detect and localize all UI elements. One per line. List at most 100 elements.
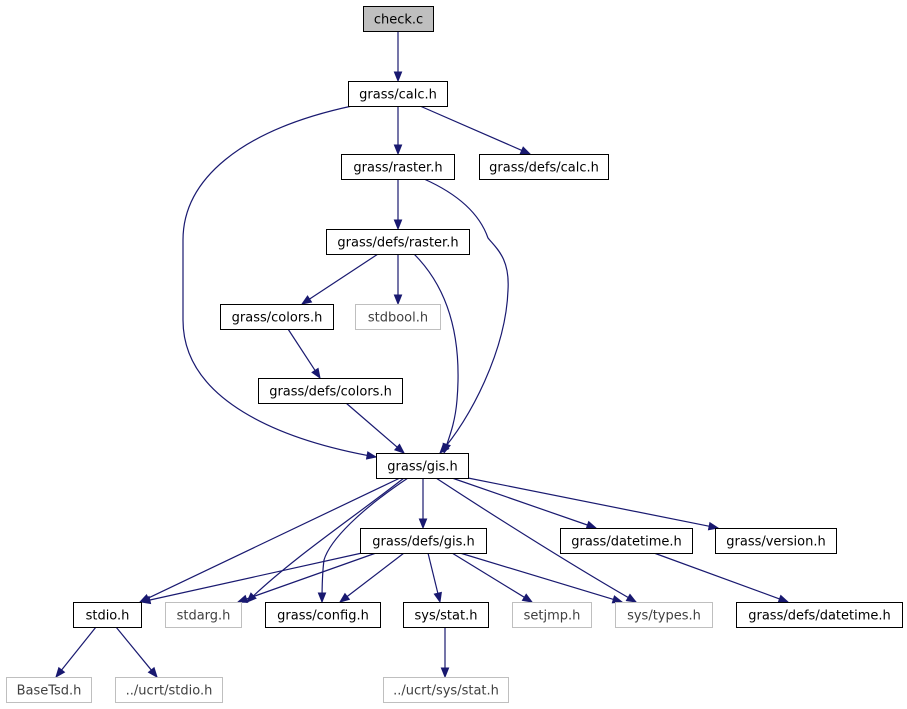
arrow-head-icon [625, 593, 638, 603]
edge-grass-defs-colors-h-to-grass-gis-h [345, 402, 406, 454]
nodes: check.c grass/calc.h grass/raster.h grass/d… [6, 6, 903, 703]
node-grass-raster-h[interactable]: grass/raster.h [341, 154, 455, 180]
node-grass-defs-gis-h[interactable]: grass/defs/gis.h [360, 528, 487, 554]
edge-line [182, 105, 377, 458]
edge-grass-raster-h-to-grass-defs-raster-h [393, 179, 403, 231]
arrow-head-icon [585, 520, 598, 529]
edge-line [423, 178, 509, 454]
arrow-head-icon [433, 591, 442, 604]
edge-line [146, 477, 401, 600]
arrow-head-icon [236, 594, 249, 603]
node-label: setjmp.h [524, 609, 581, 624]
node-box [355, 304, 441, 330]
node-check-c: check.c [363, 6, 434, 32]
node-setjmp-h: setjmp.h [512, 602, 592, 628]
node-box [363, 6, 434, 32]
node-label: ../ucrt/sys/stat.h [393, 684, 499, 699]
arrow-head-icon [393, 71, 403, 83]
arrow-head-icon [300, 295, 313, 305]
node-box [360, 528, 487, 554]
node-grass-config-h[interactable]: grass/config.h [265, 602, 381, 628]
edge-grass-calc-h-to-grass-gis-h [182, 105, 378, 460]
edge-grass-gis-h-to-sys-types-h [435, 477, 638, 603]
node-box [479, 154, 609, 180]
node-label: grass/defs/raster.h [337, 236, 458, 251]
node-box [383, 677, 509, 703]
node-ucrt-stdio-h: ../ucrt/stdio.h [115, 677, 223, 703]
node-grass-colors-h[interactable]: grass/colors.h [220, 304, 334, 330]
edge-stdio-h-to-ucrt-stdio-h [115, 626, 158, 679]
edge-stdio-h-to-basetsd-h [55, 626, 97, 679]
arrow-head-icon [311, 367, 321, 380]
arrow-head-icon [442, 442, 451, 455]
edge-line [435, 477, 637, 603]
node-grass-gis-h[interactable]: grass/gis.h [376, 453, 469, 479]
node-grass-defs-calc-h[interactable]: grass/defs/calc.h [479, 154, 609, 180]
node-box [615, 602, 713, 628]
arrow-head-icon [393, 144, 403, 156]
node-label: sys/types.h [627, 609, 701, 624]
node-box [165, 602, 242, 628]
node-ucrt-sys-stat-h: ../ucrt/sys/stat.h [383, 677, 509, 703]
node-box [326, 229, 470, 255]
arrow-head-icon [521, 593, 534, 603]
arrow-head-icon [418, 518, 428, 530]
node-stdio-h[interactable]: stdio.h [73, 602, 142, 628]
edge-line [148, 552, 363, 601]
edge-grass-defs-gis-h-to-grass-config-h [338, 552, 405, 603]
node-grass-version-h[interactable]: grass/version.h [715, 528, 837, 554]
edges [55, 31, 790, 679]
node-box [265, 602, 381, 628]
node-label: grass/calc.h [359, 88, 437, 103]
edge-check-c-to-grass-calc-h [393, 31, 403, 83]
node-box [220, 304, 334, 330]
edge-grass-gis-h-to-grass-config-h [317, 477, 409, 604]
node-basetsd-h: BaseTsd.h [6, 677, 92, 703]
node-grass-defs-colors-h[interactable]: grass/defs/colors.h [258, 378, 403, 404]
edge-line [287, 328, 317, 372]
edge-grass-defs-gis-h-to-sys-types-h [459, 552, 624, 604]
arrow-head-icon [147, 666, 158, 679]
edge-sys-stat-h-to-ucrt-sys-stat-h [440, 627, 450, 679]
node-label: stdbool.h [368, 311, 428, 326]
edge-grass-defs-gis-h-to-stdarg-h [236, 552, 377, 603]
node-grass-defs-raster-h[interactable]: grass/defs/raster.h [326, 229, 470, 255]
edge-grass-calc-h-to-grass-defs-calc-h [419, 105, 532, 155]
edge-grass-defs-gis-h-to-sys-stat-h [427, 552, 442, 604]
arrow-head-icon [393, 294, 403, 306]
edge-grass-datetime-h-to-grass-defs-datetime-h [653, 552, 790, 603]
node-label: grass/datetime.h [571, 535, 682, 550]
node-box [715, 528, 837, 554]
node-label: grass/colors.h [232, 311, 323, 326]
edge-line [451, 477, 589, 526]
node-label: stdio.h [86, 609, 130, 624]
arrow-head-icon [55, 666, 66, 679]
edge-line [345, 552, 405, 598]
node-box [6, 677, 92, 703]
node-sys-stat-h[interactable]: sys/stat.h [403, 602, 489, 628]
arrow-head-icon [393, 219, 403, 231]
node-box [736, 602, 903, 628]
node-grass-calc-h[interactable]: grass/calc.h [348, 81, 448, 107]
arrow-head-icon [440, 667, 450, 679]
node-box [73, 602, 142, 628]
node-label: grass/gis.h [387, 460, 458, 475]
node-grass-datetime-h[interactable]: grass/datetime.h [560, 528, 693, 554]
node-label: grass/defs/datetime.h [748, 609, 891, 624]
arrow-head-icon [317, 592, 327, 604]
edge-line [419, 105, 523, 152]
edge-grass-gis-h-to-grass-defs-gis-h [418, 478, 428, 530]
arrow-head-icon [139, 595, 152, 605]
node-grass-defs-datetime-h[interactable]: grass/defs/datetime.h [736, 602, 903, 628]
arrow-head-icon [611, 595, 624, 604]
edge-line [245, 552, 377, 600]
edge-line [60, 626, 97, 672]
edge-line [308, 253, 379, 301]
node-label: grass/config.h [277, 609, 369, 624]
arrow-head-icon [338, 592, 351, 603]
edge-grass-colors-h-to-grass-defs-colors-h [287, 328, 321, 380]
node-box [348, 81, 448, 107]
node-label: check.c [374, 13, 423, 28]
node-stdbool-h: stdbool.h [355, 304, 441, 330]
node-label: grass/defs/gis.h [372, 535, 474, 550]
